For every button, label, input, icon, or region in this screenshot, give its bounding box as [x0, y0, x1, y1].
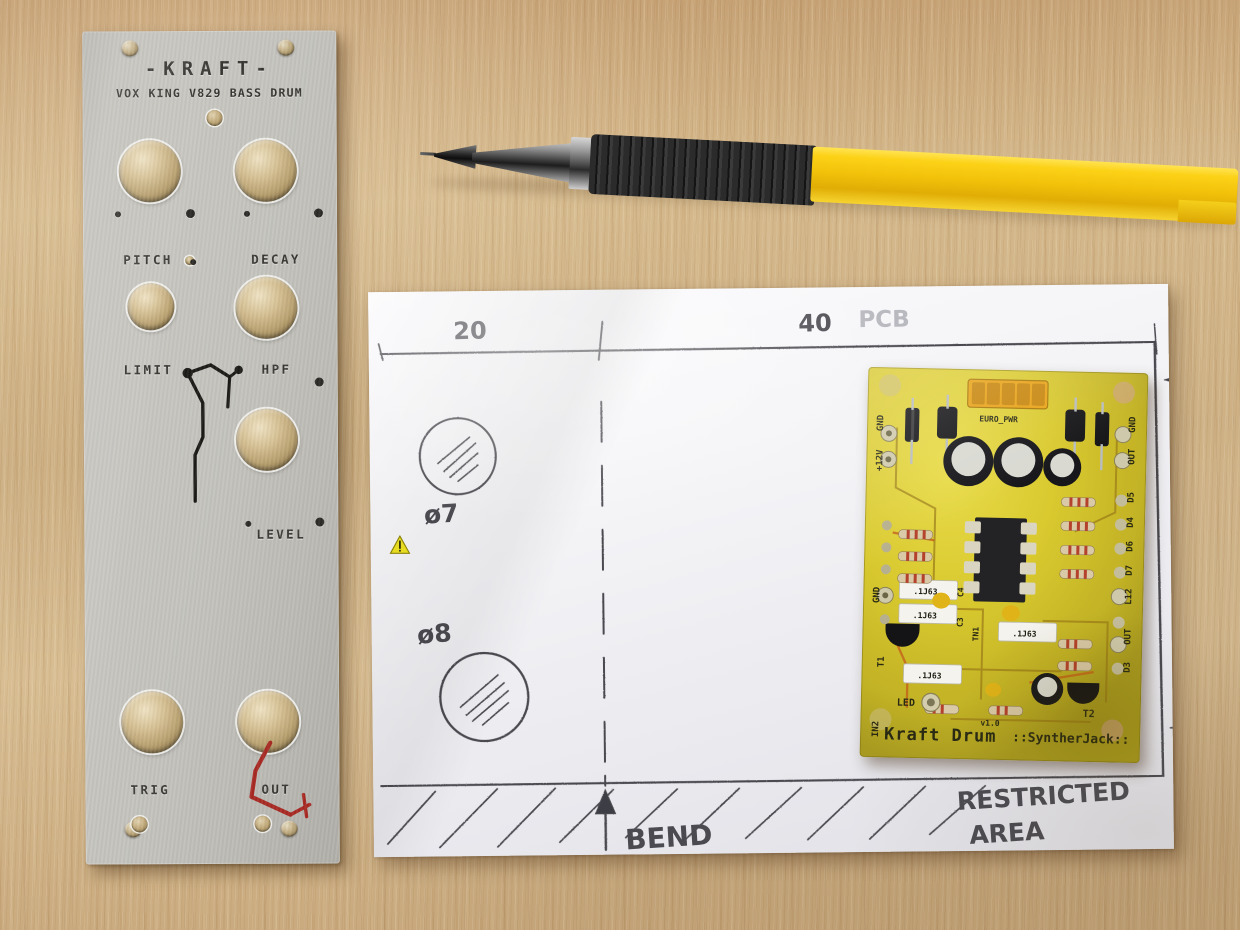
sketch-label-bend: BEND [624, 818, 713, 856]
pcb-title: Kraft Drum [884, 724, 997, 747]
sketch-dim-20: 20 [453, 316, 487, 345]
sketch-label-area: AREA [968, 816, 1045, 850]
sketch-label-d8: ø8 [416, 618, 453, 650]
sketch-hole-d8 [439, 651, 530, 743]
pencil-lead-icon [420, 152, 437, 156]
pcb-film-caps: .1J63 .1J63 .1J63 .1J63 [898, 579, 1058, 685]
eurorack-front-panel: -KRAFT- VOX KING V829 BASS DRUM PITCH DE… [82, 30, 411, 865]
pcb-pad-label-r-gnd: GND [1128, 416, 1138, 433]
pencil-tip-cone [433, 143, 476, 169]
sketch-label-restricted: RESTRICTED [956, 776, 1131, 816]
pcb-pad-label-gnd-2: GND [872, 586, 882, 603]
sketch-hole-d7 [418, 417, 497, 496]
pcb-label-c3: C3 [956, 617, 965, 627]
pcb-electrolytic-caps [943, 436, 1082, 488]
sketch-bend-dashed-line [600, 400, 607, 787]
sketch-top-edge [379, 340, 1156, 356]
pcb-diodes [904, 394, 1110, 471]
film-cap-marking-3: .1J63 [1012, 629, 1036, 639]
sketch-drawing: 20 40 60 ø7 ø8 ø3 ø3 BEND RESTRICTED ARE… [377, 307, 1174, 857]
pencil-clip [1177, 199, 1237, 225]
sketch-bottom-edge [380, 774, 1165, 788]
pcb-pad-label-r-out-1: OUT [1127, 448, 1137, 465]
paper-sketch: 20 40 60 ø7 ø8 ø3 ø3 BEND RESTRICTED ARE… [368, 283, 1174, 858]
sketch-right-edge [1153, 340, 1165, 778]
pcb-label-t2: T2 [1083, 709, 1095, 720]
pcb-pad-label-d4: D4 [1126, 516, 1136, 528]
pcb-maker: ::SyntherJack:: [1012, 730, 1130, 748]
pencil-cone [471, 137, 581, 185]
pencil-grip [588, 133, 818, 206]
warning-triangle-icon [389, 535, 411, 554]
sketch-label-d7: ø7 [423, 499, 459, 530]
sketch-hatching [386, 784, 987, 849]
pcb-label-c4: C4 [956, 587, 965, 597]
panel-black-ink-mark [182, 363, 243, 503]
pcb-label-led: LED [897, 698, 915, 709]
pcb-transistors [885, 623, 1100, 706]
pcb-ic-socket [963, 517, 1037, 603]
film-cap-marking-1: .1J63 [913, 587, 937, 597]
film-cap-marking-2: .1J63 [913, 611, 937, 621]
pcb-pad-label-d6: D6 [1125, 541, 1135, 552]
kraft-drum-pcb: EURO_PWR [859, 366, 1149, 764]
pcb-pad-label-12v: +12V [875, 449, 886, 471]
pcb-pad-label-d3: D3 [1123, 662, 1133, 673]
pcb-pad-label-t1: T1 [877, 656, 887, 667]
pcb-resistors [897, 497, 1096, 716]
pcb-ceramic-caps [932, 592, 1020, 697]
pcb-pads-right [1109, 426, 1132, 675]
pcb-mounting-pads [869, 374, 1135, 742]
sketch-label-pcb: PCB [858, 307, 910, 334]
sketch-dimension-tick [597, 320, 604, 361]
pcb-pads-left [876, 424, 898, 625]
pcb-pad-label-in2: IN2 [871, 721, 881, 737]
pcb-artwork: EURO_PWR [869, 374, 1138, 748]
pcb-pad-label-d7: D7 [1125, 565, 1135, 576]
pcb-pad-label-gnd-1: GND [876, 414, 886, 431]
pcb-header-label: EURO_PWR [979, 414, 1018, 424]
pcb-label-tn1: TN1 [971, 627, 980, 642]
pcb-pad-label-l12: L12 [1124, 588, 1134, 604]
power-header [967, 378, 1049, 410]
pcb-pad-label-d5: D5 [1126, 492, 1136, 503]
pcb-version: v1.0 [980, 719, 1000, 728]
pcb-pad-label-r-out-2: OUT [1123, 628, 1133, 645]
film-cap-marking-4: .1J63 [917, 671, 941, 681]
sketch-dim-40: 40 [798, 309, 832, 338]
panel-red-ink-mark [249, 740, 312, 819]
